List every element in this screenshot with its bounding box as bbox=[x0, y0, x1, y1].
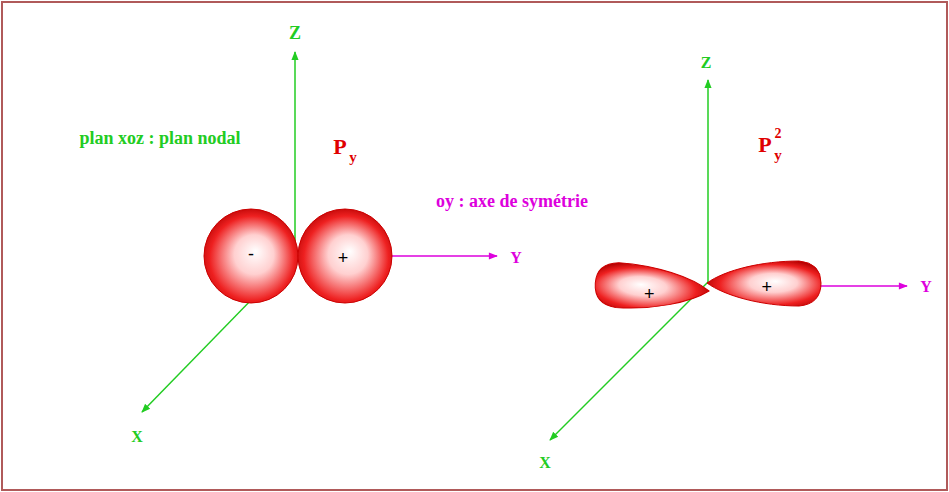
sphere-outline bbox=[298, 209, 392, 303]
sphere-outline bbox=[204, 209, 298, 303]
sign-label: + bbox=[338, 249, 349, 267]
axis-label: X bbox=[131, 429, 143, 445]
axis-label: Y bbox=[920, 279, 932, 295]
axis-label: X bbox=[539, 455, 551, 471]
lobe-outline bbox=[707, 261, 821, 306]
orbital-name: 2 bbox=[775, 127, 782, 141]
axis-label: Z bbox=[701, 55, 712, 71]
annotation: plan xoz : plan nodal bbox=[79, 129, 240, 147]
orbital-name: y bbox=[349, 150, 357, 165]
orbital-name: P bbox=[333, 136, 346, 158]
orbital-name: P bbox=[758, 134, 771, 156]
orbital-sphere: + bbox=[297, 208, 393, 304]
orbital-lobe: + bbox=[594, 266, 709, 316]
orbital-sphere: - bbox=[203, 208, 299, 304]
sign-label: + bbox=[644, 285, 655, 303]
orbital-name: y bbox=[774, 148, 782, 163]
y-axis bbox=[815, 285, 907, 287]
sign-label: + bbox=[762, 278, 773, 296]
sign-label: - bbox=[248, 245, 254, 263]
y-axis bbox=[385, 255, 497, 257]
axis-label: Z bbox=[289, 24, 301, 42]
z-axis bbox=[294, 52, 296, 255]
axis-label: Y bbox=[510, 250, 522, 266]
z-axis bbox=[707, 80, 709, 282]
orbital-lobe: + bbox=[707, 258, 822, 310]
annotation: oy : axe de symétrie bbox=[436, 192, 588, 210]
lobe-outline bbox=[594, 261, 711, 314]
